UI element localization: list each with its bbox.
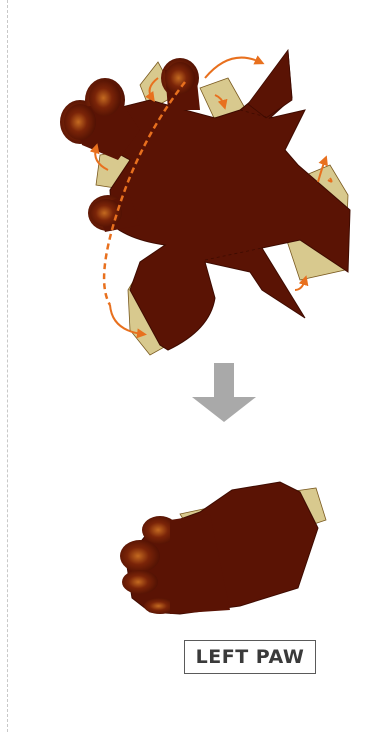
assembled-paw: [120, 482, 326, 614]
toe-bean: [64, 104, 96, 140]
unfolded-paw-net: [60, 50, 350, 355]
toe-bean: [90, 199, 122, 227]
down-arrow-icon: [192, 363, 256, 422]
part-label: LEFT PAW: [196, 646, 305, 668]
toe-bean: [89, 80, 121, 116]
toe-bean: [165, 62, 195, 94]
part-caption: LEFT PAW: [184, 640, 316, 674]
toe-bean: [122, 570, 158, 594]
toe-bean: [120, 540, 160, 572]
